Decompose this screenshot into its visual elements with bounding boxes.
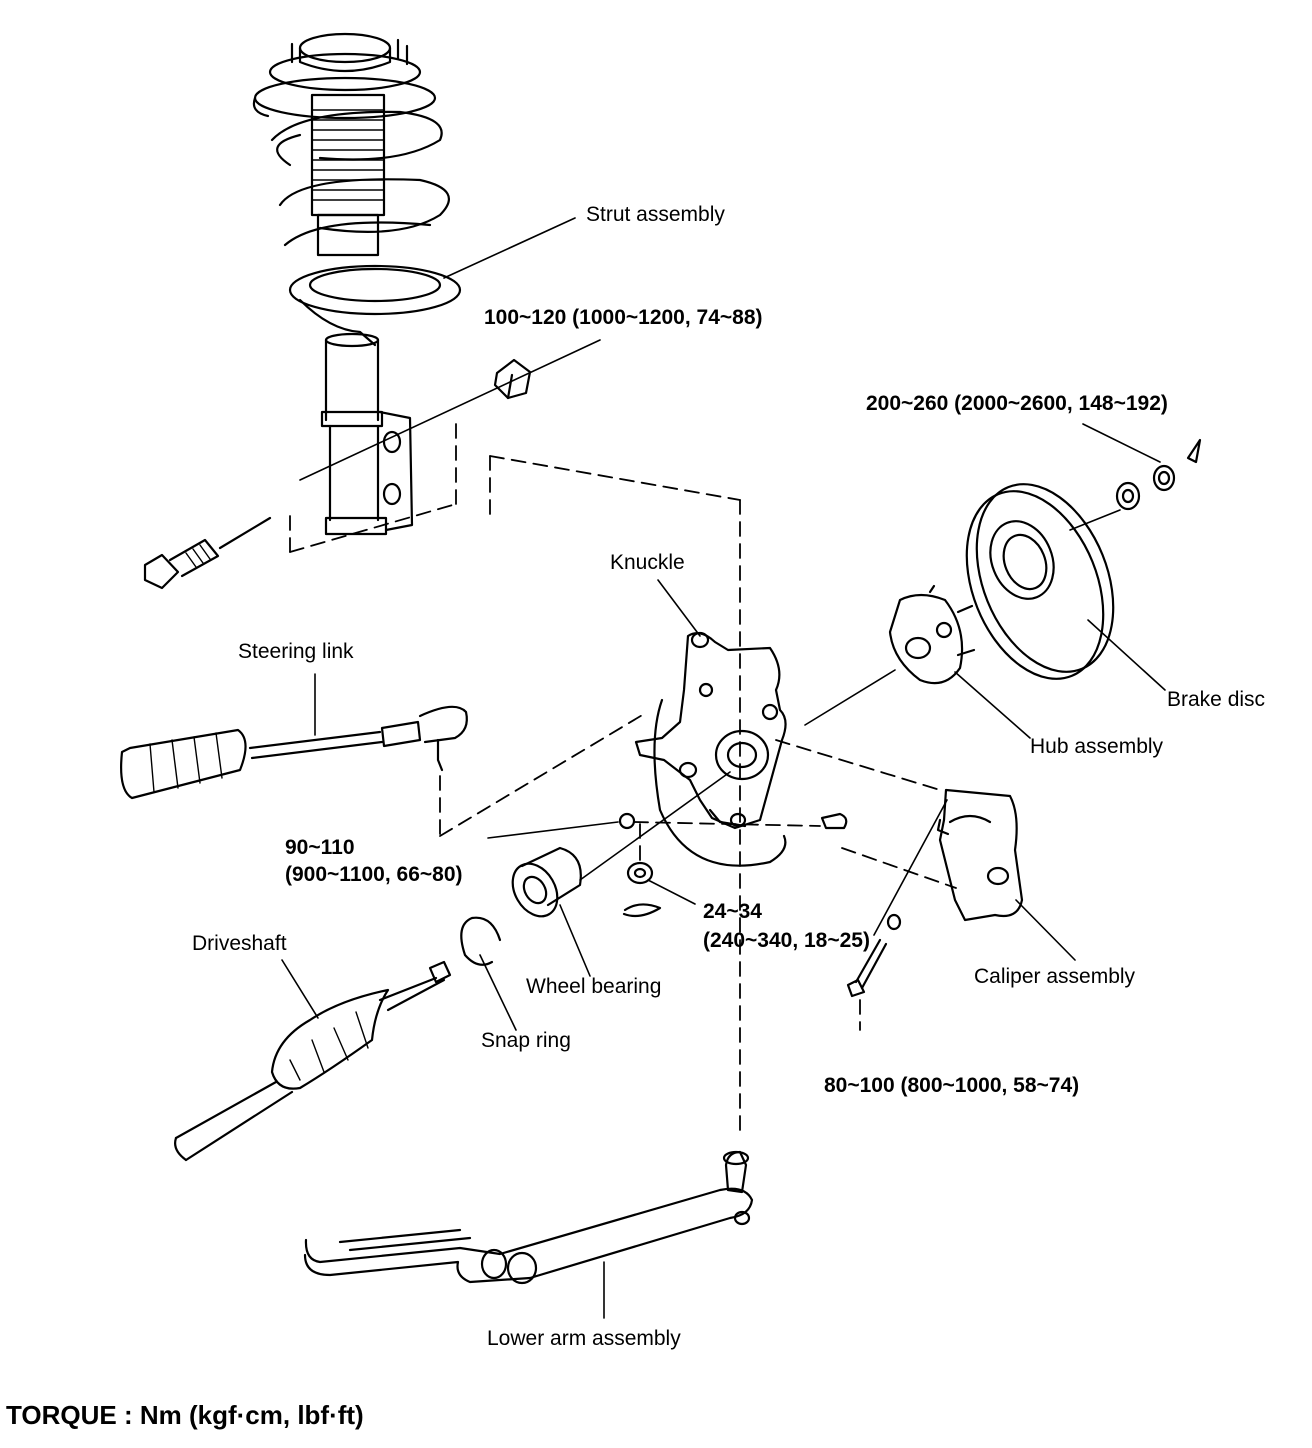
label-driveshaft: Driveshaft — [192, 932, 287, 955]
torque-lower-ball-joint-line2: (900~1100, 66~80) — [285, 863, 463, 886]
label-brake-disc: Brake disc — [1167, 688, 1266, 711]
assembly-dash-lines — [289, 417, 957, 1131]
caliper-assembly-drawing — [936, 788, 1024, 922]
torque-strut-bolt: 100~120 (1000~1200, 74~88) — [484, 306, 763, 329]
hub-nut-drawing — [1115, 438, 1202, 511]
steering-link-drawing — [120, 705, 468, 800]
caliper-bolt-drawing — [846, 913, 902, 998]
leader-lines — [281, 217, 1166, 1319]
strut-nut-drawing — [493, 358, 532, 400]
torque-tie-rod-nut-line2: (240~340, 18~25) — [703, 929, 870, 952]
label-hub-assembly: Hub assembly — [1030, 735, 1164, 758]
label-caliper-assembly: Caliper assembly — [974, 965, 1136, 988]
knuckle-drawing — [634, 631, 787, 867]
label-steering-link: Steering link — [238, 640, 354, 663]
label-wheel-bearing: Wheel bearing — [526, 975, 662, 998]
strut-bolt-drawing — [143, 516, 272, 590]
torque-units-footer: TORQUE : Nm (kgf·cm, lbf·ft) — [6, 1400, 364, 1430]
torque-caliper-bolt: 80~100 (800~1000, 58~74) — [824, 1074, 1080, 1097]
wheel-bearing-drawing — [511, 846, 582, 918]
knuckle-fasteners-drawing — [618, 812, 848, 918]
strut-assembly-drawing — [252, 32, 462, 536]
driveshaft-drawing — [174, 960, 452, 1162]
torque-lower-ball-joint-line1: 90~110 — [285, 836, 355, 859]
torque-hub-nut: 200~260 (2000~2600, 148~192) — [866, 392, 1168, 415]
label-snap-ring: Snap ring — [481, 1029, 571, 1052]
snap-ring-drawing — [460, 916, 502, 966]
hub-assembly-drawing — [888, 584, 976, 685]
label-strut-assembly: Strut assembly — [586, 203, 725, 226]
brake-disc-drawing — [965, 483, 1115, 680]
lower-arm-drawing — [303, 1150, 754, 1285]
label-lower-arm-assembly: Lower arm assembly — [487, 1327, 681, 1350]
torque-tie-rod-nut-line1: 24~34 — [703, 900, 762, 923]
label-knuckle: Knuckle — [610, 551, 685, 574]
